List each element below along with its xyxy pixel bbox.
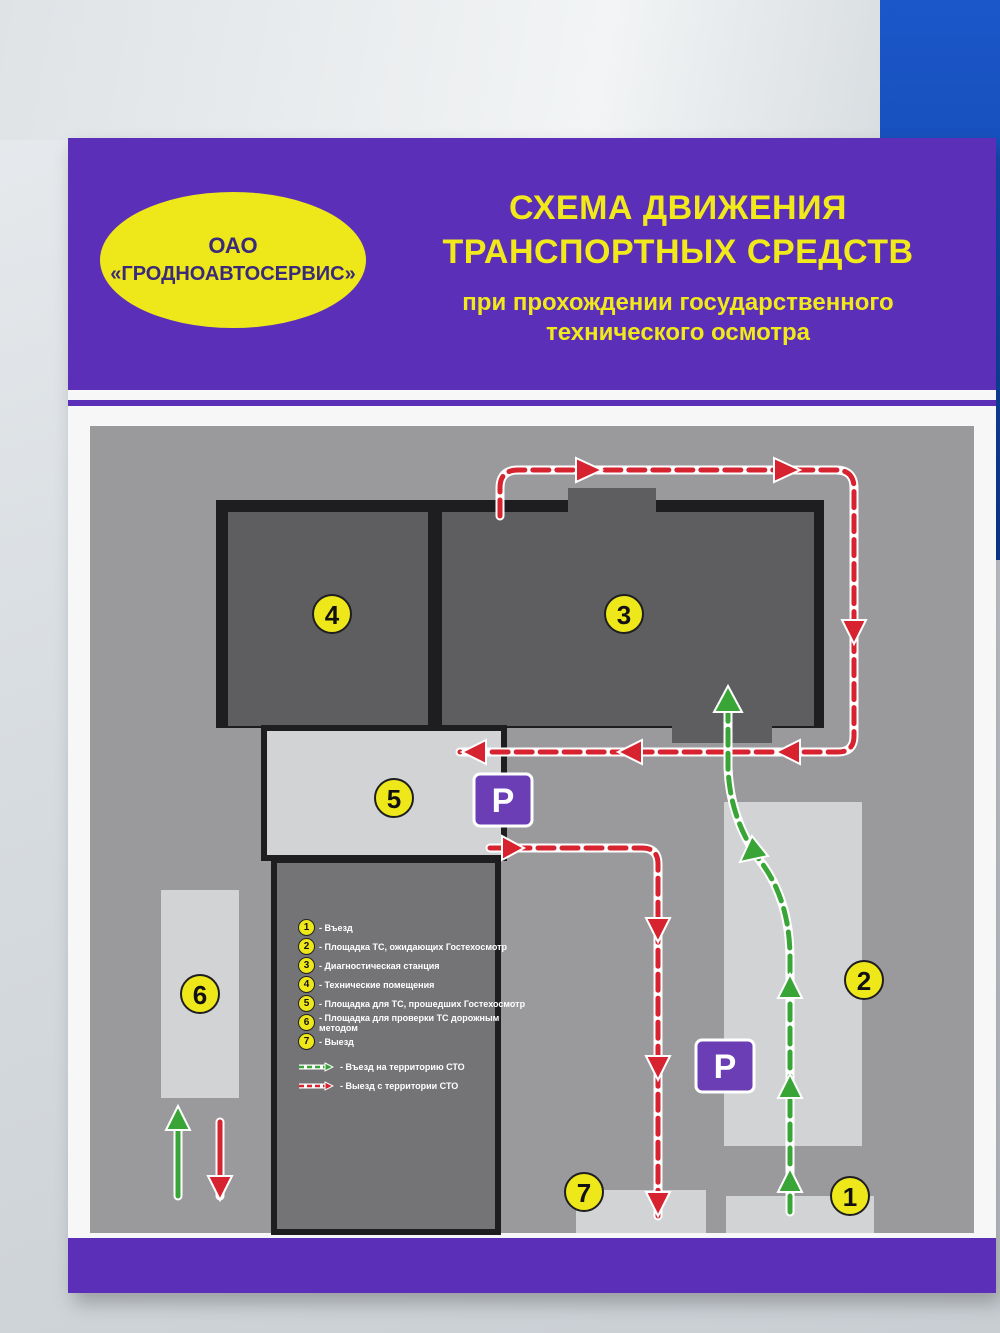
zone-number: 1	[843, 1182, 857, 1212]
exit-arrow	[644, 1055, 672, 1083]
exit-arrow	[773, 738, 801, 766]
sign-header: ОАО «ГРОДНОАВТОСЕРВИС» СХЕМА ДВИЖЕНИЯ ТР…	[68, 138, 996, 390]
legend-item-6: 6 - Площадка для проверки ТС дорожным ме…	[298, 1012, 528, 1033]
exit-arrow	[206, 1175, 234, 1203]
parking-label: P	[714, 1048, 737, 1086]
exit-arrow	[575, 456, 605, 484]
zone-number: 5	[387, 784, 401, 814]
zone-number: 7	[577, 1178, 591, 1208]
entry-arrow	[776, 971, 804, 999]
logo-line-2: «ГРОДНОАВТОСЕРВИС»	[110, 263, 356, 285]
company-logo: ОАО «ГРОДНОАВТОСЕРВИС»	[100, 192, 366, 328]
zone-marker-6: 6	[180, 974, 220, 1014]
sign-footer	[68, 1238, 996, 1293]
title-line-2: ТРАНСПОРТНЫХ СРЕДСТВ	[442, 233, 914, 271]
building-3-annex	[672, 713, 772, 743]
sign-board: ОАО «ГРОДНОАВТОСЕРВИС» СХЕМА ДВИЖЕНИЯ ТР…	[68, 138, 996, 1293]
legend-text: - Въезд	[319, 922, 353, 933]
legend-item-5: 5 - Площадка для ТС, прошедших Гостехосм…	[298, 994, 528, 1013]
legend-text: - Площадка для ТС, прошедших Гостехосмот…	[319, 998, 526, 1009]
legend-item-3: 3 - Диагностическая станция	[298, 956, 528, 975]
zone-marker-4: 4	[312, 594, 352, 634]
zone-number: 2	[857, 966, 871, 996]
legend-number: 7	[298, 1033, 315, 1050]
exit-arrow	[644, 1191, 672, 1219]
exit-arrow	[773, 456, 803, 484]
title-block: СХЕМА ДВИЖЕНИЯ ТРАНСПОРТНЫХ СРЕДСТВ при …	[368, 186, 988, 348]
legend-number: 1	[298, 919, 315, 936]
zone-marker-7: 7	[564, 1172, 604, 1212]
legend-number: 4	[298, 976, 315, 993]
logo-line-1: ОАО	[208, 233, 258, 258]
zone-number: 6	[193, 980, 207, 1010]
legend-number: 5	[298, 995, 315, 1012]
zone-number: 4	[325, 600, 340, 630]
parking-label: P	[492, 782, 515, 820]
entry-arrow	[164, 1103, 192, 1131]
subtitle-line-2: технического осмотра	[545, 319, 810, 346]
legend-text: - Диагностическая станция	[319, 960, 440, 971]
subtitle-line-1: при прохождении государственного	[462, 289, 894, 316]
exit-arrow	[644, 917, 672, 945]
entry-arrow	[738, 834, 770, 864]
legend-exit-route: - Выезд с территории СТО	[298, 1076, 528, 1095]
exit-route-arrows	[206, 456, 868, 1219]
legend-text: - Технические помещения	[319, 979, 435, 990]
site-map: P P 4 3 5 6 2 7	[90, 426, 974, 1235]
legend-number: 2	[298, 938, 315, 955]
entry-arrow	[712, 683, 744, 713]
title-line-1: СХЕМА ДВИЖЕНИЯ	[509, 189, 847, 227]
green-arrow-icon	[299, 1061, 334, 1072]
red-arrow-icon	[299, 1080, 334, 1091]
legend-text: - Площадка для проверки ТС дорожным мето…	[319, 1012, 500, 1033]
exit-arrow	[840, 619, 868, 647]
header-divider	[68, 400, 996, 406]
legend-item-2: 2 - Площадка ТС, ожидающих Гостехосмотр	[298, 937, 528, 956]
entry-route-arrows	[164, 683, 804, 1193]
parking-sign-2: P	[694, 1038, 756, 1094]
building-3-gate	[568, 488, 656, 514]
map-legend: 1 - Въезд 2 - Площадка ТС, ожидающих Гос…	[298, 918, 528, 1095]
legend-number: 6	[298, 1014, 315, 1031]
exit-arrow	[501, 834, 527, 862]
entry-arrow	[776, 1071, 804, 1099]
exit-route	[215, 465, 859, 1221]
entry-arrow	[776, 1165, 804, 1193]
legend-entry-route: - Въезд на территорию СТО	[298, 1057, 528, 1076]
legend-text: - Площадка ТС, ожидающих Гостехосмотр	[319, 941, 508, 952]
legend-item-4: 4 - Технические помещения	[298, 975, 528, 994]
exit-arrow	[459, 738, 487, 766]
legend-item-1: 1 - Въезд	[298, 918, 528, 937]
zone-marker-3: 3	[604, 594, 644, 634]
legend-number: 3	[298, 957, 315, 974]
wall-background	[0, 0, 1000, 140]
zone-marker-5: 5	[374, 778, 414, 818]
legend-item-7: 7 - Выезд	[298, 1032, 528, 1051]
legend-text: - Выезд	[319, 1036, 354, 1047]
zone-number: 3	[617, 600, 631, 630]
legend-text: - Въезд на территорию СТО	[340, 1061, 465, 1072]
zone-marker-1: 1	[830, 1176, 870, 1216]
zone-marker-2: 2	[844, 960, 884, 1000]
legend-text: - Выезд с территории СТО	[340, 1080, 459, 1091]
parking-sign-1: P	[472, 772, 534, 828]
exit-arrow	[615, 738, 643, 766]
